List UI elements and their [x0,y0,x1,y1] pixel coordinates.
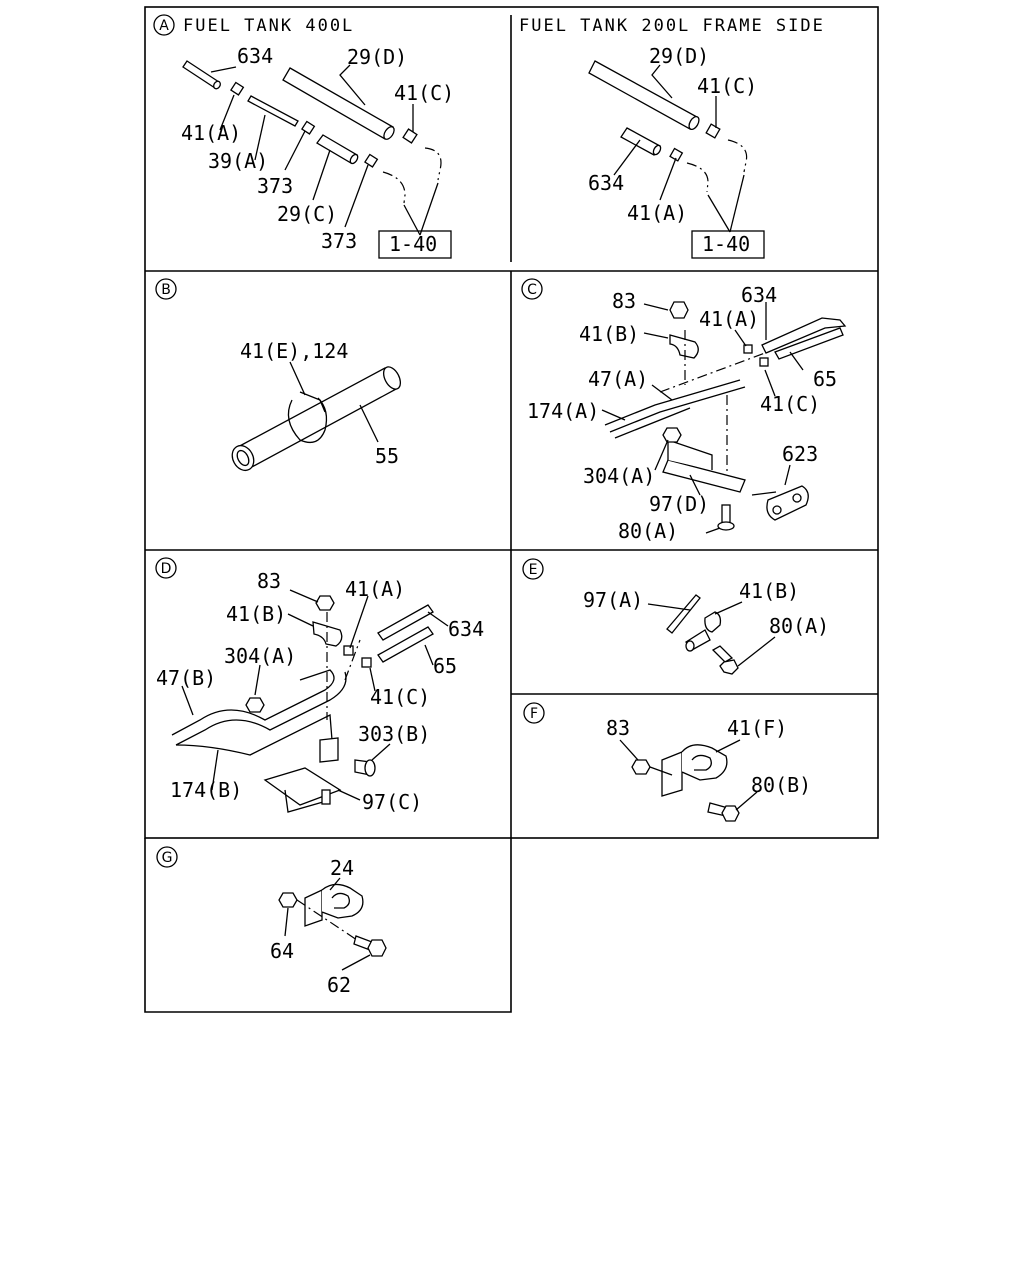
panel-letter-d: D [155,557,177,579]
panel-a-title-left: FUEL TANK 400L [183,16,354,36]
callout-623: 623 [782,442,818,466]
panel-f: F 83 41(F) 80(B) [523,702,811,822]
callout-373-upper: 373 [257,174,293,198]
callout-41a: 41(A) [181,121,241,145]
callout-634-right: 634 [588,171,624,195]
panel-letter-f: F [523,702,545,724]
panel-e: E 97(A) 41(B) 80(A) [522,558,829,675]
callout-80b: 80(B) [751,773,811,797]
callout-62: 62 [327,973,351,997]
callout-41c-right: 41(C) [697,74,757,98]
panel-a: A FUEL TANK 400L FUEL TANK 200L FRAME SI… [153,14,825,259]
panel-a-right-drawing: 29(D) 41(C) 634 41(A) 1-40 [588,44,765,259]
svg-text:D: D [161,561,172,577]
panel-a-left-drawing: 634 29(D) 41(C) 41(A) 39(A) 373 29(C) 37… [181,44,454,259]
svg-text:G: G [162,850,173,866]
panel-b: B 41(E),124 55 [155,278,402,472]
panel-e-drawing [647,594,776,675]
callout-64: 64 [270,939,294,963]
callout-634: 634 [237,44,273,68]
panel-g-drawing [278,877,387,971]
callout-55: 55 [375,444,399,468]
callout-65: 65 [813,367,837,391]
callout-41c: 41(C) [370,685,430,709]
callout-303b: 303(B) [358,722,430,746]
callout-29d-right: 29(D) [649,44,709,68]
callout-174b: 174(B) [170,778,242,802]
callout-24: 24 [330,856,354,880]
callout-41a: 41(A) [345,577,405,601]
callout-174a: 174(A) [527,399,599,423]
panel-d-drawing [171,589,449,813]
panel-letter-c: C [521,278,543,300]
callout-41e-124: 41(E),124 [240,339,348,363]
callout-47b: 47(B) [156,666,216,690]
callout-41b: 41(B) [579,322,639,346]
panel-d: D [155,557,484,814]
panel-letter-a: A [153,14,175,36]
callout-80a: 80(A) [618,519,678,543]
callout-97c: 97(C) [362,790,422,814]
panel-c: C [521,278,847,543]
reference-box-1-40-right: 1-40 [702,232,750,256]
callout-83: 83 [606,716,630,740]
svg-text:E: E [529,562,538,578]
callout-83: 83 [612,289,636,313]
callout-29c: 29(C) [277,202,337,226]
callout-80a: 80(A) [769,614,829,638]
callout-41f: 41(F) [727,716,787,740]
callout-83: 83 [257,569,281,593]
callout-41a: 41(A) [699,307,759,331]
callout-41c: 41(C) [394,81,454,105]
callout-47a: 47(A) [588,367,648,391]
callout-373-lower: 373 [321,229,357,253]
panel-letter-e: E [522,558,544,580]
panel-f-drawing [619,739,758,822]
panel-a-title-right: FUEL TANK 200L FRAME SIDE [519,16,825,36]
callout-97d: 97(D) [649,492,709,516]
panel-g: G 24 64 62 [156,846,387,997]
svg-text:A: A [159,18,169,34]
fuel-pipe-55 [231,366,402,472]
panel-letter-b: B [155,278,177,300]
callout-304a: 304(A) [583,464,655,488]
callout-41b: 41(B) [739,579,799,603]
callout-41b: 41(B) [226,602,286,626]
callout-304a: 304(A) [224,644,296,668]
callout-634: 634 [741,283,777,307]
callout-41a-right: 41(A) [627,201,687,225]
panel-letter-g: G [156,846,178,868]
callout-39a: 39(A) [208,149,268,173]
callout-97a: 97(A) [583,588,643,612]
callout-29d: 29(D) [347,45,407,69]
callout-65: 65 [433,654,457,678]
diagram-frame [144,6,879,1013]
panel-c-drawing [601,301,847,534]
reference-box-1-40-left: 1-40 [389,232,437,256]
svg-text:B: B [161,282,171,298]
callout-634: 634 [448,617,484,641]
svg-text:F: F [530,706,538,722]
svg-text:C: C [527,282,537,298]
callout-41c: 41(C) [760,392,820,416]
